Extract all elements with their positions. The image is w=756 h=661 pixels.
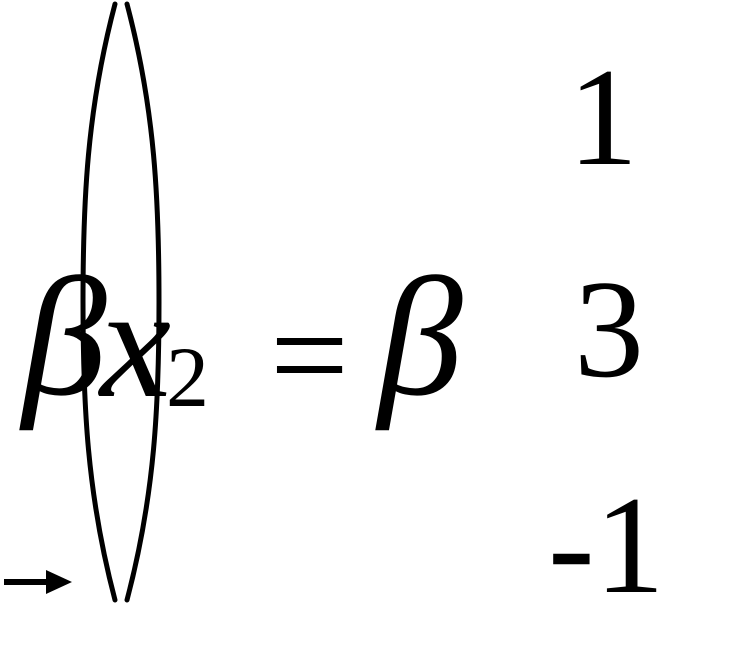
left-parenthesis-icon (80, 1, 118, 603)
lhs-vector-variable: x (100, 253, 172, 431)
vector-entry-3: -1 (548, 468, 665, 623)
vector-entry-1: 1 (568, 40, 638, 195)
lhs-scalar-beta: β (22, 243, 107, 431)
right-parenthesis-icon (124, 1, 162, 603)
rhs-scalar-beta: β (378, 243, 463, 431)
vector-entry-2: 3 (574, 252, 644, 407)
lhs-subscript: 2 (166, 329, 209, 425)
equals-sign: = (270, 278, 349, 433)
right-arrow-icon (4, 570, 72, 594)
